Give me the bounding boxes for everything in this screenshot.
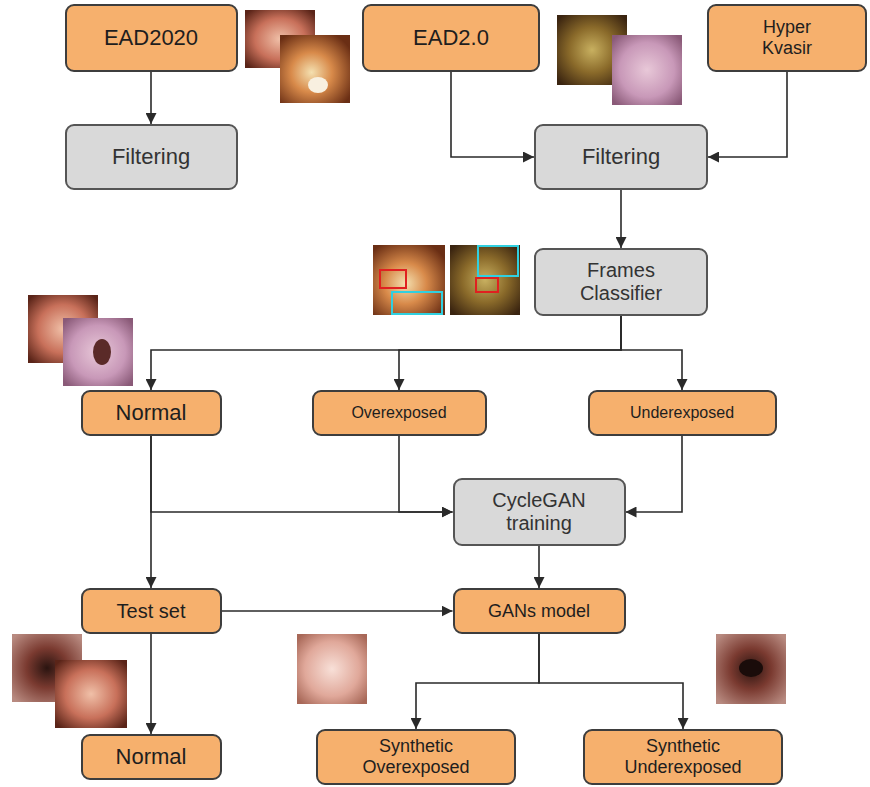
data-box: Test set: [81, 588, 222, 634]
flow-arrow: [150, 72, 152, 124]
node-label: Frames Classifier: [565, 259, 677, 305]
flow-arrow: [538, 546, 540, 588]
flow-arrow: [399, 436, 453, 512]
data-box: EAD2020: [65, 4, 238, 72]
data-box: Underexposed: [588, 390, 777, 436]
flow-arrow: [150, 634, 152, 734]
data-box: Normal: [81, 734, 222, 780]
flow-arrow: [621, 316, 682, 390]
node-label: EAD2.0: [413, 25, 489, 50]
flow-arrow: [539, 634, 683, 729]
data-box: Normal: [81, 390, 222, 436]
process-box: CycleGAN training: [453, 478, 626, 546]
process-box: Filtering: [534, 124, 708, 190]
flow-arrow: [151, 436, 453, 512]
process-box: Frames Classifier: [534, 248, 708, 316]
flow-arrow: [708, 72, 787, 157]
flow-arrow: [626, 436, 683, 512]
node-label: Normal: [116, 400, 187, 425]
data-box: EAD2.0: [362, 4, 540, 72]
flow-arrow: [399, 316, 621, 390]
data-box: Hyper Kvasir: [707, 4, 867, 72]
data-box: Synthetic Underexposed: [583, 729, 783, 785]
process-box: Filtering: [65, 124, 238, 190]
node-label: CycleGAN training: [478, 489, 600, 535]
node-label: Overexposed: [351, 404, 446, 422]
node-label: EAD2020: [104, 25, 198, 50]
data-box: Overexposed: [312, 390, 487, 436]
node-label: Synthetic Overexposed: [353, 736, 479, 777]
data-box: GANs model: [453, 588, 626, 634]
flow-arrow: [222, 610, 453, 612]
node-label: GANs model: [488, 601, 590, 622]
node-label: Filtering: [582, 144, 660, 169]
node-label: Synthetic Underexposed: [615, 736, 751, 777]
flow-arrow: [416, 634, 539, 729]
node-label: Hyper Kvasir: [751, 17, 823, 58]
node-label: Normal: [116, 744, 187, 769]
flow-arrow: [451, 72, 534, 157]
flow-arrow: [620, 190, 622, 248]
node-label: Underexposed: [630, 404, 734, 422]
node-label: Test set: [117, 600, 186, 623]
node-label: Filtering: [112, 144, 190, 169]
flow-arrow: [151, 316, 621, 390]
data-box: Synthetic Overexposed: [316, 729, 516, 785]
flow-arrow: [150, 436, 152, 588]
